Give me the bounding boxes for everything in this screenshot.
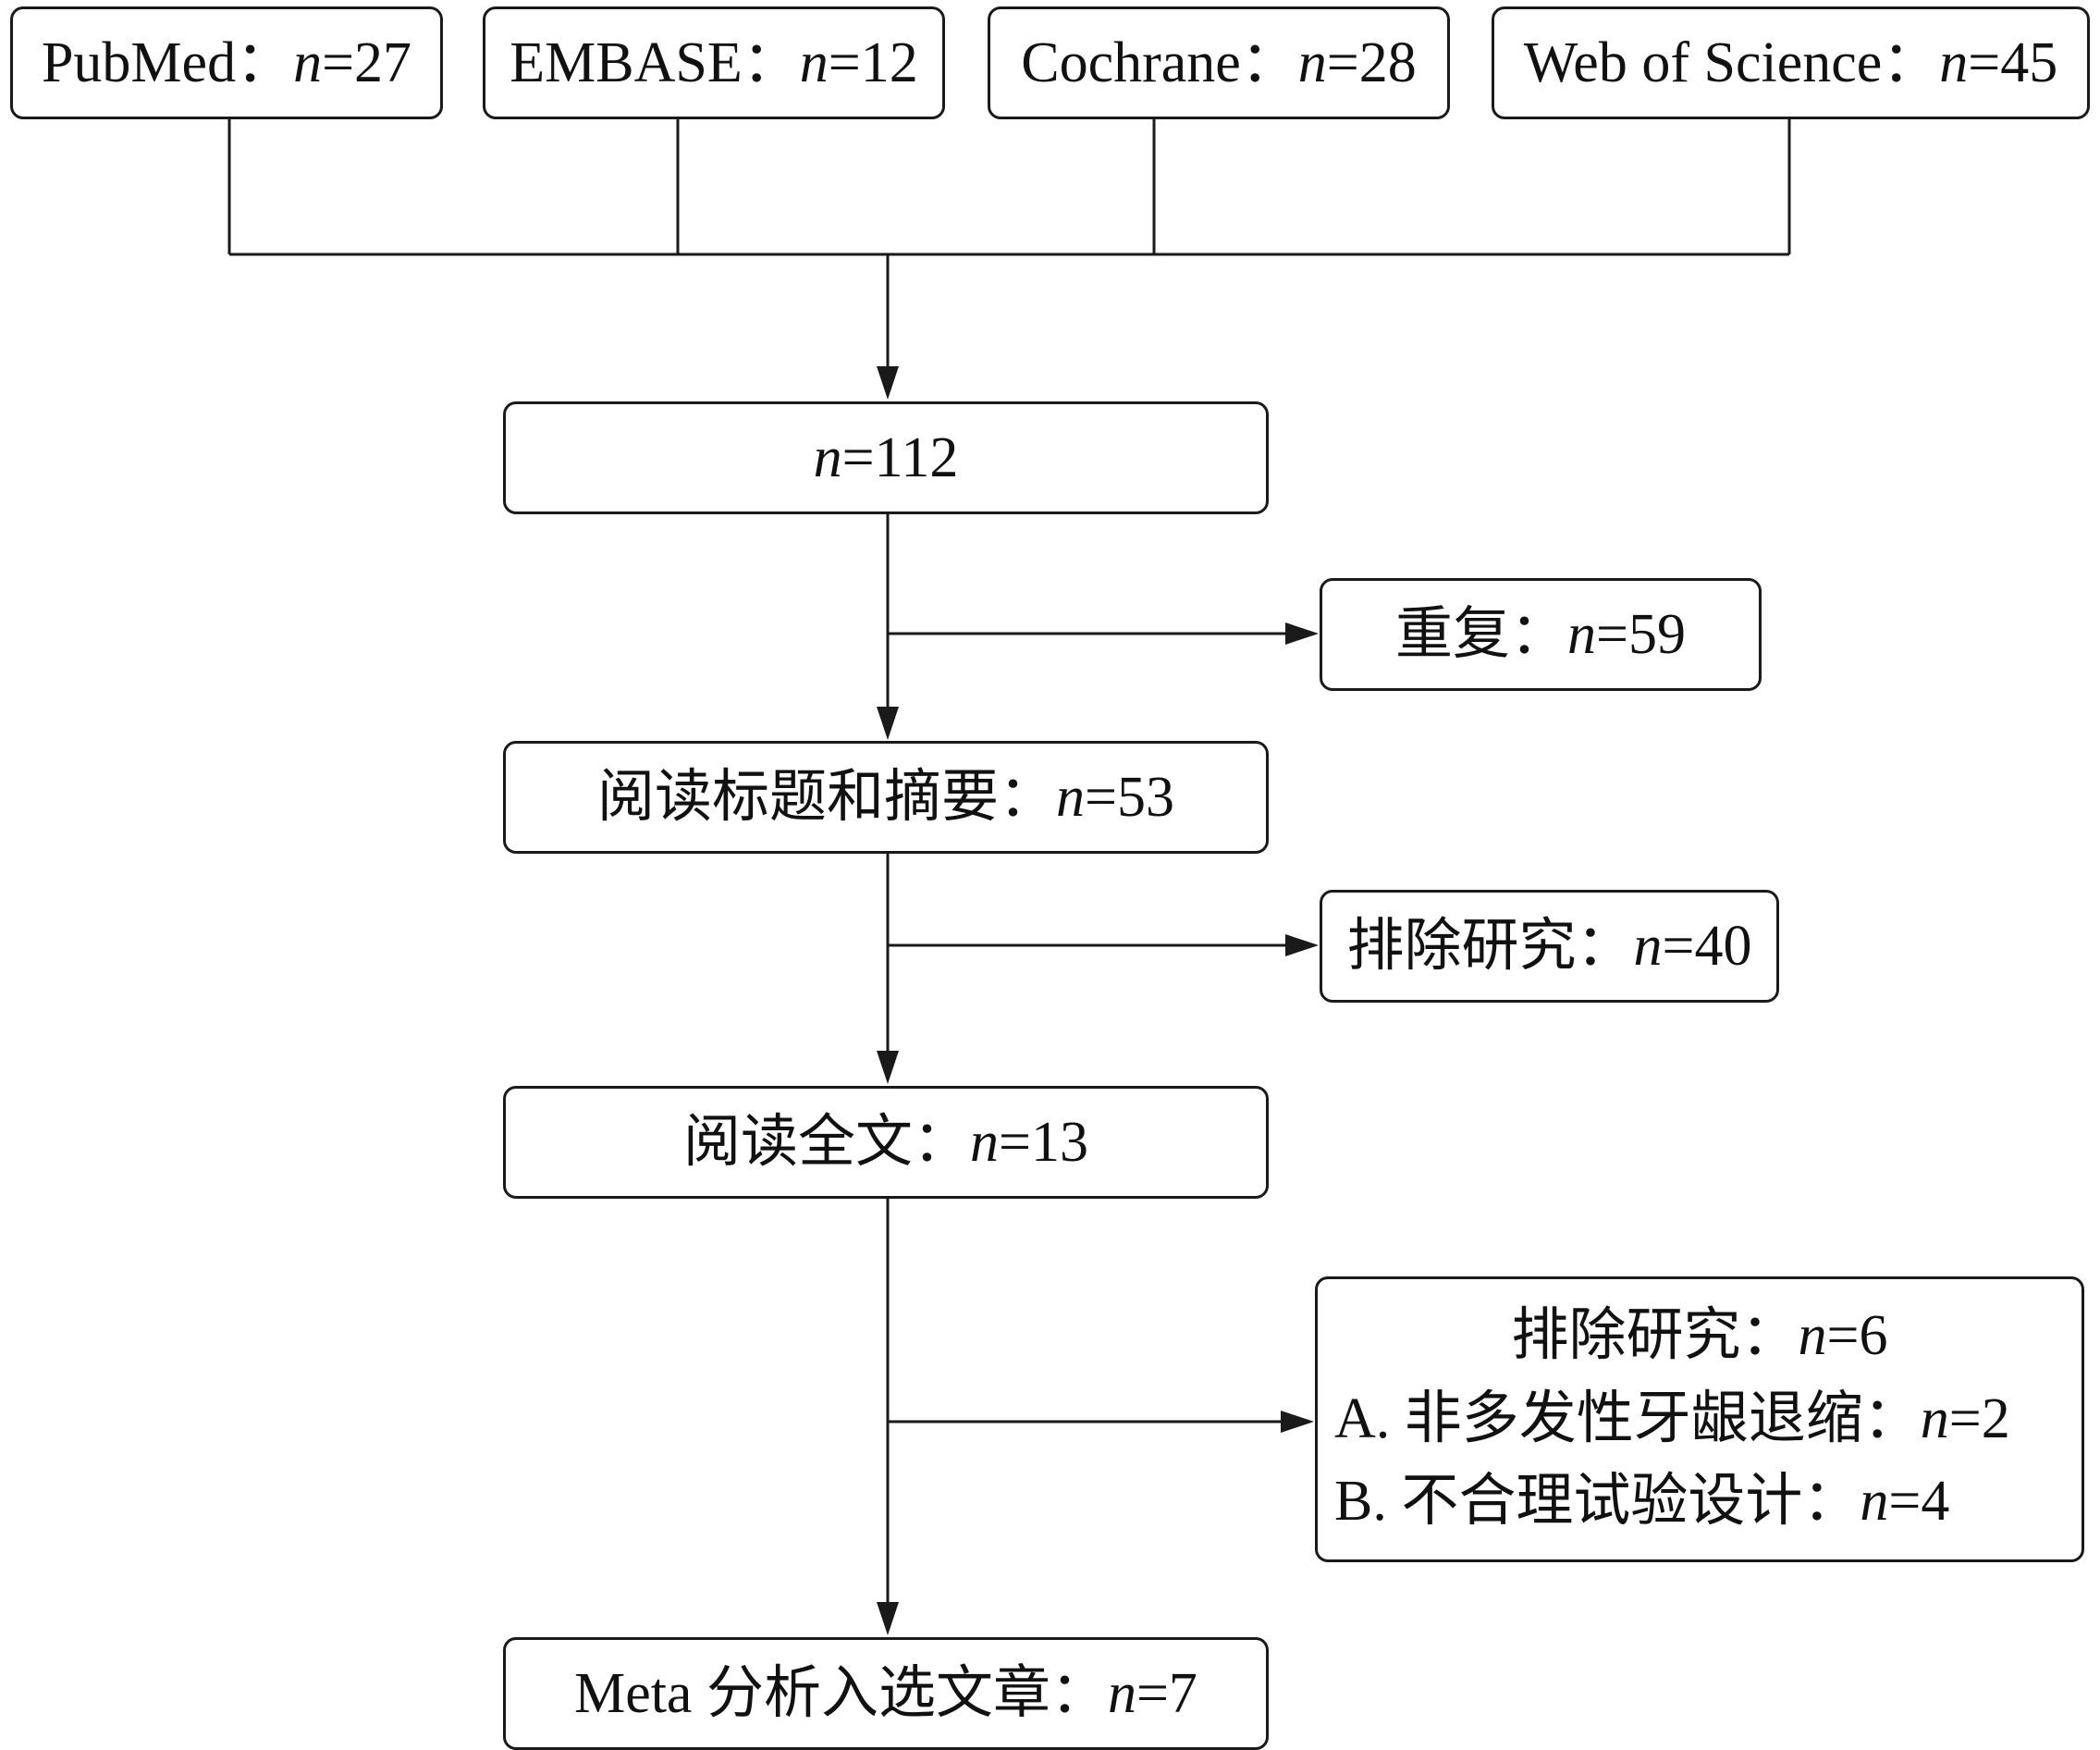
exclusion-box-1: 排除研究：n=40: [1320, 890, 1779, 1003]
title-abstract-box: 阅读标题和摘要：n=53: [503, 741, 1269, 854]
source-count: =27: [322, 31, 412, 94]
source-box-pubmed: PubMed：n=27: [10, 6, 443, 119]
exclusion-reason-count: =2: [1948, 1386, 2010, 1450]
arrowhead-total: [877, 366, 899, 400]
source-label: EMBASE：: [510, 31, 800, 94]
title-abstract-label: 阅读标题和摘要：: [597, 766, 1057, 829]
n-symbol: n: [1860, 1470, 1889, 1534]
exclusion-box-2: 排除研究：n=6 A. 非多发性牙龈退缩：n=2 B. 不合理试验设计：n=4: [1315, 1276, 2084, 1562]
arrowhead-exclusion-1: [1285, 934, 1319, 956]
n-symbol: n: [1297, 31, 1327, 94]
title-abstract-count: =53: [1085, 766, 1174, 829]
source-count: =12: [828, 31, 918, 94]
duplicates-count: =59: [1596, 603, 1686, 666]
duplicates-label: 重复：: [1395, 603, 1568, 666]
n-symbol: n: [293, 31, 323, 94]
exclusion-1-label: 排除研究：: [1346, 915, 1634, 978]
n-symbol: n: [1633, 915, 1663, 978]
arrowhead-final: [877, 1602, 899, 1635]
exclusion-reason-label: B. 不合理试验设计：: [1334, 1470, 1861, 1534]
source-label: PubMed：: [41, 31, 294, 94]
exclusion-reason: B. 不合理试验设计：n=4: [1334, 1460, 2065, 1544]
full-text-box: 阅读全文：n=13: [503, 1086, 1269, 1199]
n-symbol: n: [799, 31, 829, 94]
source-box-web-of-science: Web of Science：n=45: [1492, 6, 2090, 119]
source-box-embase: EMBASE：n=12: [483, 6, 945, 119]
duplicates-box: 重复：n=59: [1320, 578, 1762, 691]
exclusion-1-count: =40: [1662, 915, 1752, 978]
source-box-cochrane: Cochrane：n=28: [988, 6, 1450, 119]
arrowhead-duplicates: [1285, 622, 1319, 645]
n-symbol: n: [1798, 1303, 1827, 1367]
source-count: =28: [1326, 31, 1417, 94]
n-symbol: n: [1920, 1386, 1949, 1450]
final-included-box: Meta 分析入选文章：n=7: [503, 1637, 1269, 1750]
arrowhead-full: [877, 1051, 899, 1084]
exclusion-reason-count: =4: [1888, 1470, 1950, 1534]
exclusion-2-heading: 排除研究：n=6: [1334, 1295, 2065, 1378]
full-text-count: =13: [999, 1111, 1088, 1174]
arrowhead-title: [877, 707, 899, 740]
exclusion-reason: A. 非多发性牙龈退缩：n=2: [1334, 1378, 2065, 1461]
source-label: Web of Science：: [1523, 31, 1940, 94]
n-symbol: n: [1056, 766, 1086, 829]
final-count: =7: [1136, 1662, 1197, 1725]
exclusion-2-heading-count: =6: [1826, 1303, 1888, 1367]
source-count: =45: [1968, 31, 2058, 94]
n-symbol: n: [1939, 31, 1969, 94]
n-symbol: n: [970, 1111, 1000, 1174]
total-records-box: n=112: [503, 401, 1269, 514]
n-symbol: n: [813, 426, 842, 489]
exclusion-2-heading-label: 排除研究：: [1511, 1303, 1799, 1367]
arrowhead-exclusion-2: [1281, 1411, 1314, 1433]
total-count: =112: [841, 426, 959, 489]
final-label: Meta 分析入选文章：: [574, 1662, 1108, 1725]
source-label: Cochrane：: [1021, 31, 1298, 94]
n-symbol: n: [1567, 603, 1597, 666]
full-text-label: 阅读全文：: [683, 1111, 971, 1174]
n-symbol: n: [1107, 1662, 1136, 1725]
exclusion-reason-label: A. 非多发性牙龈退缩：: [1334, 1386, 1921, 1450]
